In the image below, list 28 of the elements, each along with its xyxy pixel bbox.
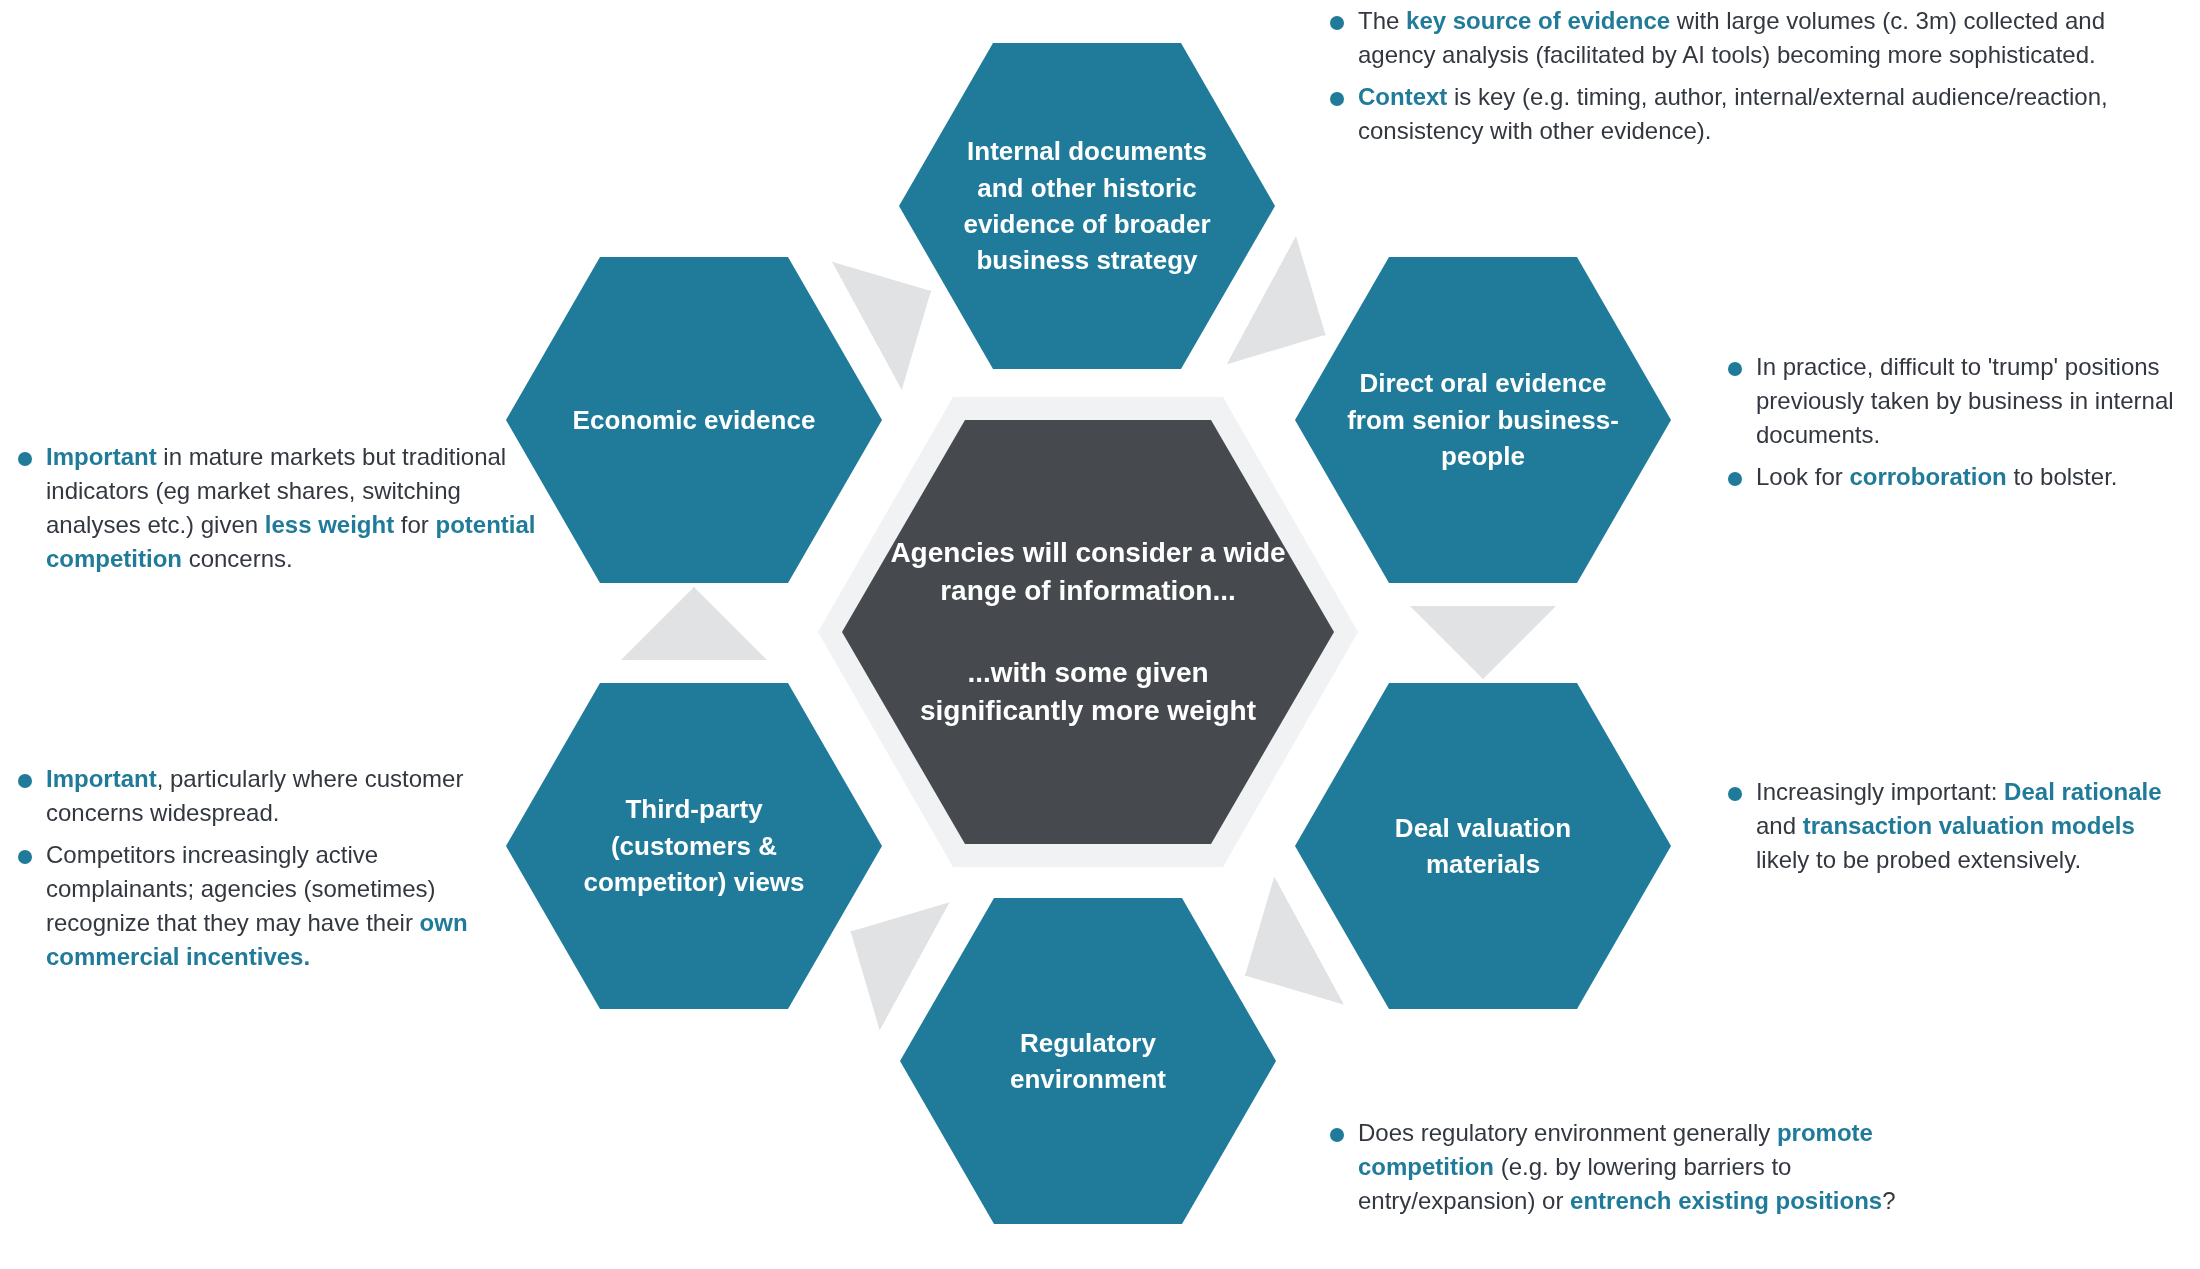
- bullet-text: Competitors increasingly active complainants; agencies (sometimes) recognize that they may have their own commercial incentives.: [46, 840, 469, 973]
- chevron-arrow: [831, 261, 932, 390]
- bullet-text: Important, particularly where customer concerns widespread.: [46, 764, 465, 829]
- chevron-arrow: [1226, 235, 1327, 365]
- bullet-text: The key source of evidence with large volumes (c. 3m) collected and agency analysis (facilitated by AI tools) becoming more sophisticated.: [1358, 6, 2107, 71]
- bullet-text: Context is key (e.g. timing, author, internal/external audience/reaction, consistency with other evidence).: [1358, 82, 2109, 147]
- node-label: Economic evidence: [572, 403, 816, 437]
- chevron-arrow: [1244, 876, 1345, 1005]
- chevron-arrow: [621, 586, 767, 660]
- node-label: Regulatory environment: [1009, 1026, 1167, 1096]
- bullet-text: Increasingly important: Deal rationale and transaction valuation models likely to be probed extensively.: [1756, 777, 2163, 876]
- bullet-text: Important in mature markets but traditional indicators (eg market shares, switching analyses etc.) given less weight for potential competition concerns.: [46, 442, 537, 575]
- node-label: Direct oral evidence from senior business- people: [1346, 367, 1620, 474]
- chevron-arrow: [1410, 606, 1556, 680]
- node-label: Third-party (customers & competitor) views: [582, 793, 806, 900]
- hexagon-node: [1295, 257, 1671, 583]
- hexagon-node: [506, 683, 882, 1009]
- hexagon-node: [900, 898, 1276, 1224]
- node-label: ...with some given significantly more weight: [918, 656, 1258, 728]
- hexagon-node: [1295, 683, 1671, 1009]
- bullet-text: Look for corroboration to bolster.: [1756, 462, 2118, 493]
- hexagon-node: [899, 43, 1275, 369]
- node-label: Deal valuation materials: [1393, 811, 1573, 881]
- bullet-text: Does regulatory environment generally promote competition (e.g. by lowering barriers to entry/expansion) or entrench existing positions?: [1358, 1118, 1897, 1217]
- node-label: Internal documents and other historic evidence of broader business strategy: [962, 135, 1212, 278]
- bullet-text: In practice, difficult to 'trump' positions previously taken by business in internal documents.: [1756, 352, 2175, 451]
- chevron-arrow: [849, 902, 950, 1031]
- node-label: Agencies will consider a wide range of information...: [889, 536, 1287, 609]
